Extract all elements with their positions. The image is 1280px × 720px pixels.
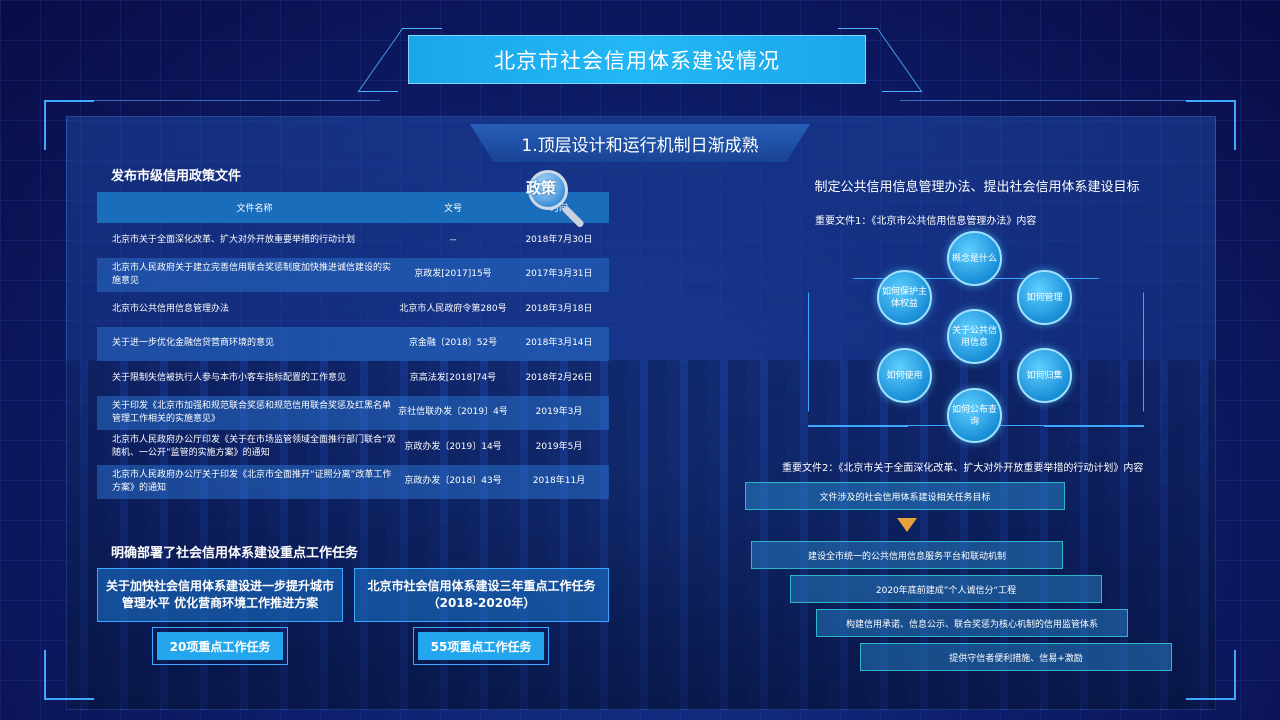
cell-name: 关于限制失信被执行人参与本市小客车指标配置的工作意见 (112, 372, 347, 383)
cell-doc-no: 京社信联办发〔2019〕4号 (398, 407, 508, 418)
cell-doc-no: 京政办发〔2019〕14号 (404, 441, 502, 452)
circle-how-collect: 如何归集 (1017, 348, 1072, 403)
step-item: 建设全市统一的公共信用信息服务平台和联动机制 (751, 541, 1063, 569)
table-row: 关于印发《北京市加强和规范联合奖惩和规范信用联合奖惩及红黑名单管理工作相关的实施… (97, 395, 609, 430)
cell-doc-no: 京政发[2017]15号 (414, 269, 492, 280)
policy-magnifier-icon: 政策 (526, 168, 604, 229)
cell-date: 2018年11月 (532, 476, 586, 487)
circle-how-publish: 如何公布查询 (947, 388, 1002, 443)
step-item: 提供守信者便利措施、信易+激励 (860, 643, 1172, 671)
circle-center-topic: 关于公共信用信息 (947, 309, 1002, 364)
cell-doc-no: -- (449, 234, 457, 245)
doc2-label: 重要文件2：《北京市关于全面深化改革、扩大对外开放重要举措的行动计划》内容 (782, 463, 1144, 474)
top-line-left (94, 100, 380, 101)
header-name: 文件名称 (236, 204, 273, 214)
frame-corner-bottom-left (44, 650, 94, 700)
tasks-20-button[interactable]: 20项重点工作任务 (157, 632, 283, 660)
goal-bar: 文件涉及的社会信用体系建设相关任务目标 (745, 482, 1065, 510)
doc1-label: 重要文件1：《北京市公共信用信息管理办法》内容 (815, 216, 1037, 227)
cell-name: 北京市公共信用信息管理办法 (112, 303, 230, 314)
step-item: 2020年底前建成”个人诚信分“工程 (790, 575, 1102, 603)
table-row: 北京市人民政府办公厅关于印发《北京市全面推开“证照分离”改革工作方案》的通知 京… (97, 464, 609, 499)
cell-date: 2019年3月 (535, 407, 583, 418)
top-line-right (900, 100, 1186, 101)
magnifier-handle-icon (561, 205, 585, 229)
cell-date: 2019年5月 (535, 441, 583, 452)
cell-date: 2018年3月14日 (525, 338, 593, 349)
main-title: 北京市社会信用体系建设情况 (408, 35, 866, 84)
table-row: 北京市关于全面深化改革、扩大对外开放重要举措的行动计划 -- 2018年7月30… (97, 223, 609, 258)
cell-doc-no: 京金融〔2018〕52号 (408, 338, 498, 349)
cell-doc-no: 京高法发[2018]74号 (409, 372, 497, 383)
frame-corner-bottom-right (1186, 650, 1236, 700)
magnifier-lens-icon (528, 170, 568, 210)
cell-date: 2017年3月31日 (525, 269, 593, 280)
task-button-frame-55: 55项重点工作任务 (413, 627, 549, 665)
main-title-frame: 北京市社会信用体系建设情况 (357, 28, 923, 92)
arrow-down-icon (897, 518, 917, 532)
task-button-frame-20: 20项重点工作任务 (152, 627, 288, 665)
cell-date: 2018年2月26日 (525, 372, 593, 383)
header-doc-no: 文号 (443, 204, 462, 214)
cell-date: 2018年7月30日 (525, 234, 593, 245)
policy-badge-text: 政策 (526, 179, 557, 197)
policy-table: 文件名称 文号 时间 北京市关于全面深化改革、扩大对外开放重要举措的行动计划 -… (97, 192, 609, 499)
tasks-55-button[interactable]: 55项重点工作任务 (418, 632, 544, 660)
cell-name: 北京市人民政府办公厅关于印发《北京市全面推开“证照分离”改革工作方案》的通知 (112, 469, 392, 493)
frame-corner-top-left (44, 100, 94, 150)
policy-heading: 发布市级信用政策文件 (111, 169, 242, 184)
octagon-base-right (1044, 425, 1144, 427)
task-box-plan: 关于加快社会信用体系建设进一步提升城市管理水平 优化营商环境工作推进方案 (97, 568, 343, 622)
table-row: 北京市人民政府办公厅印发《关于在市场监管领域全面推行部门联合“双随机、一公开”监… (97, 430, 609, 465)
cell-name: 关于进一步优化金融信贷营商环境的意见 (112, 338, 275, 349)
frame-corner-top-right (1186, 100, 1236, 150)
circle-how-protect: 如何保护主体权益 (877, 270, 932, 325)
cell-name: 北京市关于全面深化改革、扩大对外开放重要举措的行动计划 (112, 234, 356, 245)
circle-how-use: 如何使用 (877, 348, 932, 403)
cell-name: 北京市人民政府关于建立完善信用联合奖惩制度加快推进诚信建设的实施意见 (112, 262, 392, 286)
octagon-base-left (808, 425, 908, 427)
right-heading: 制定公共信用信息管理办法、提出社会信用体系建设目标 (814, 180, 1140, 195)
cell-name: 北京市人民政府办公厅印发《关于在市场监管领域全面推行部门联合“双随机、一公开”监… (112, 435, 396, 459)
circle-how-manage: 如何管理 (1017, 270, 1072, 325)
task-box-three-year: 北京市社会信用体系建设三年重点工作任务（2018-2020年） (354, 568, 609, 622)
table-row: 北京市人民政府关于建立完善信用联合奖惩制度加快推进诚信建设的实施意见 京政发[2… (97, 257, 609, 292)
sub-title: 1.顶层设计和运行机制日渐成熟 (470, 124, 810, 162)
tasks-heading: 明确部署了社会信用体系建设重点工作任务 (111, 546, 359, 561)
cell-date: 2018年3月18日 (525, 303, 593, 314)
circle-what-is: 概念是什么 (947, 231, 1002, 286)
table-row: 北京市公共信用信息管理办法 北京市人民政府令第280号 2018年3月18日 (97, 292, 609, 327)
table-header: 文件名称 文号 时间 (97, 192, 609, 223)
cell-doc-no: 京政办发〔2018〕43号 (404, 476, 502, 487)
table-row: 关于限制失信被执行人参与本市小客车指标配置的工作意见 京高法发[2018]74号… (97, 361, 609, 396)
table-row: 关于进一步优化金融信贷营商环境的意见 京金融〔2018〕52号 2018年3月1… (97, 326, 609, 361)
cell-name: 关于印发《北京市加强和规范联合奖惩和规范信用联合奖惩及红黑名单管理工作相关的实施… (112, 400, 392, 424)
step-item: 构建信用承诺、信息公示、联合奖惩为核心机制的信用监管体系 (816, 609, 1128, 637)
cell-doc-no: 北京市人民政府令第280号 (399, 303, 507, 314)
header-date: 时间 (549, 204, 568, 214)
